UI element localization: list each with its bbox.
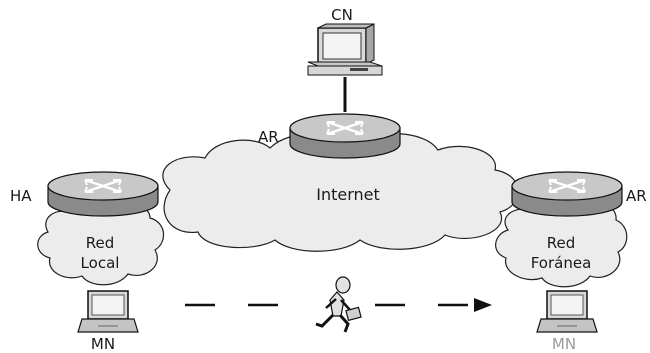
mn-right-label: MN — [552, 335, 576, 353]
ha-label: HA — [10, 187, 32, 205]
red-local-label-line2: Local — [81, 254, 120, 272]
router-ar-right-icon — [511, 171, 623, 217]
cn-computer-icon — [307, 23, 383, 76]
ar-top-label: AR — [258, 128, 279, 146]
cn-label: CN — [331, 6, 353, 24]
internet-label: Internet — [316, 185, 380, 204]
router-ar-top-icon — [289, 113, 401, 159]
red-foranea-label-line2: Foránea — [531, 254, 592, 272]
router-ha-icon — [47, 171, 159, 217]
red-local-label-line1: Red — [86, 234, 115, 252]
movement-arrow — [185, 298, 492, 312]
red-foranea-label-line1: Red — [547, 234, 576, 252]
mn-left-label: MN — [91, 335, 115, 353]
mn-laptop-left-icon — [77, 290, 139, 333]
ar-right-label: AR — [626, 187, 647, 205]
running-person-icon — [315, 276, 362, 333]
mn-laptop-right-icon — [536, 290, 598, 333]
